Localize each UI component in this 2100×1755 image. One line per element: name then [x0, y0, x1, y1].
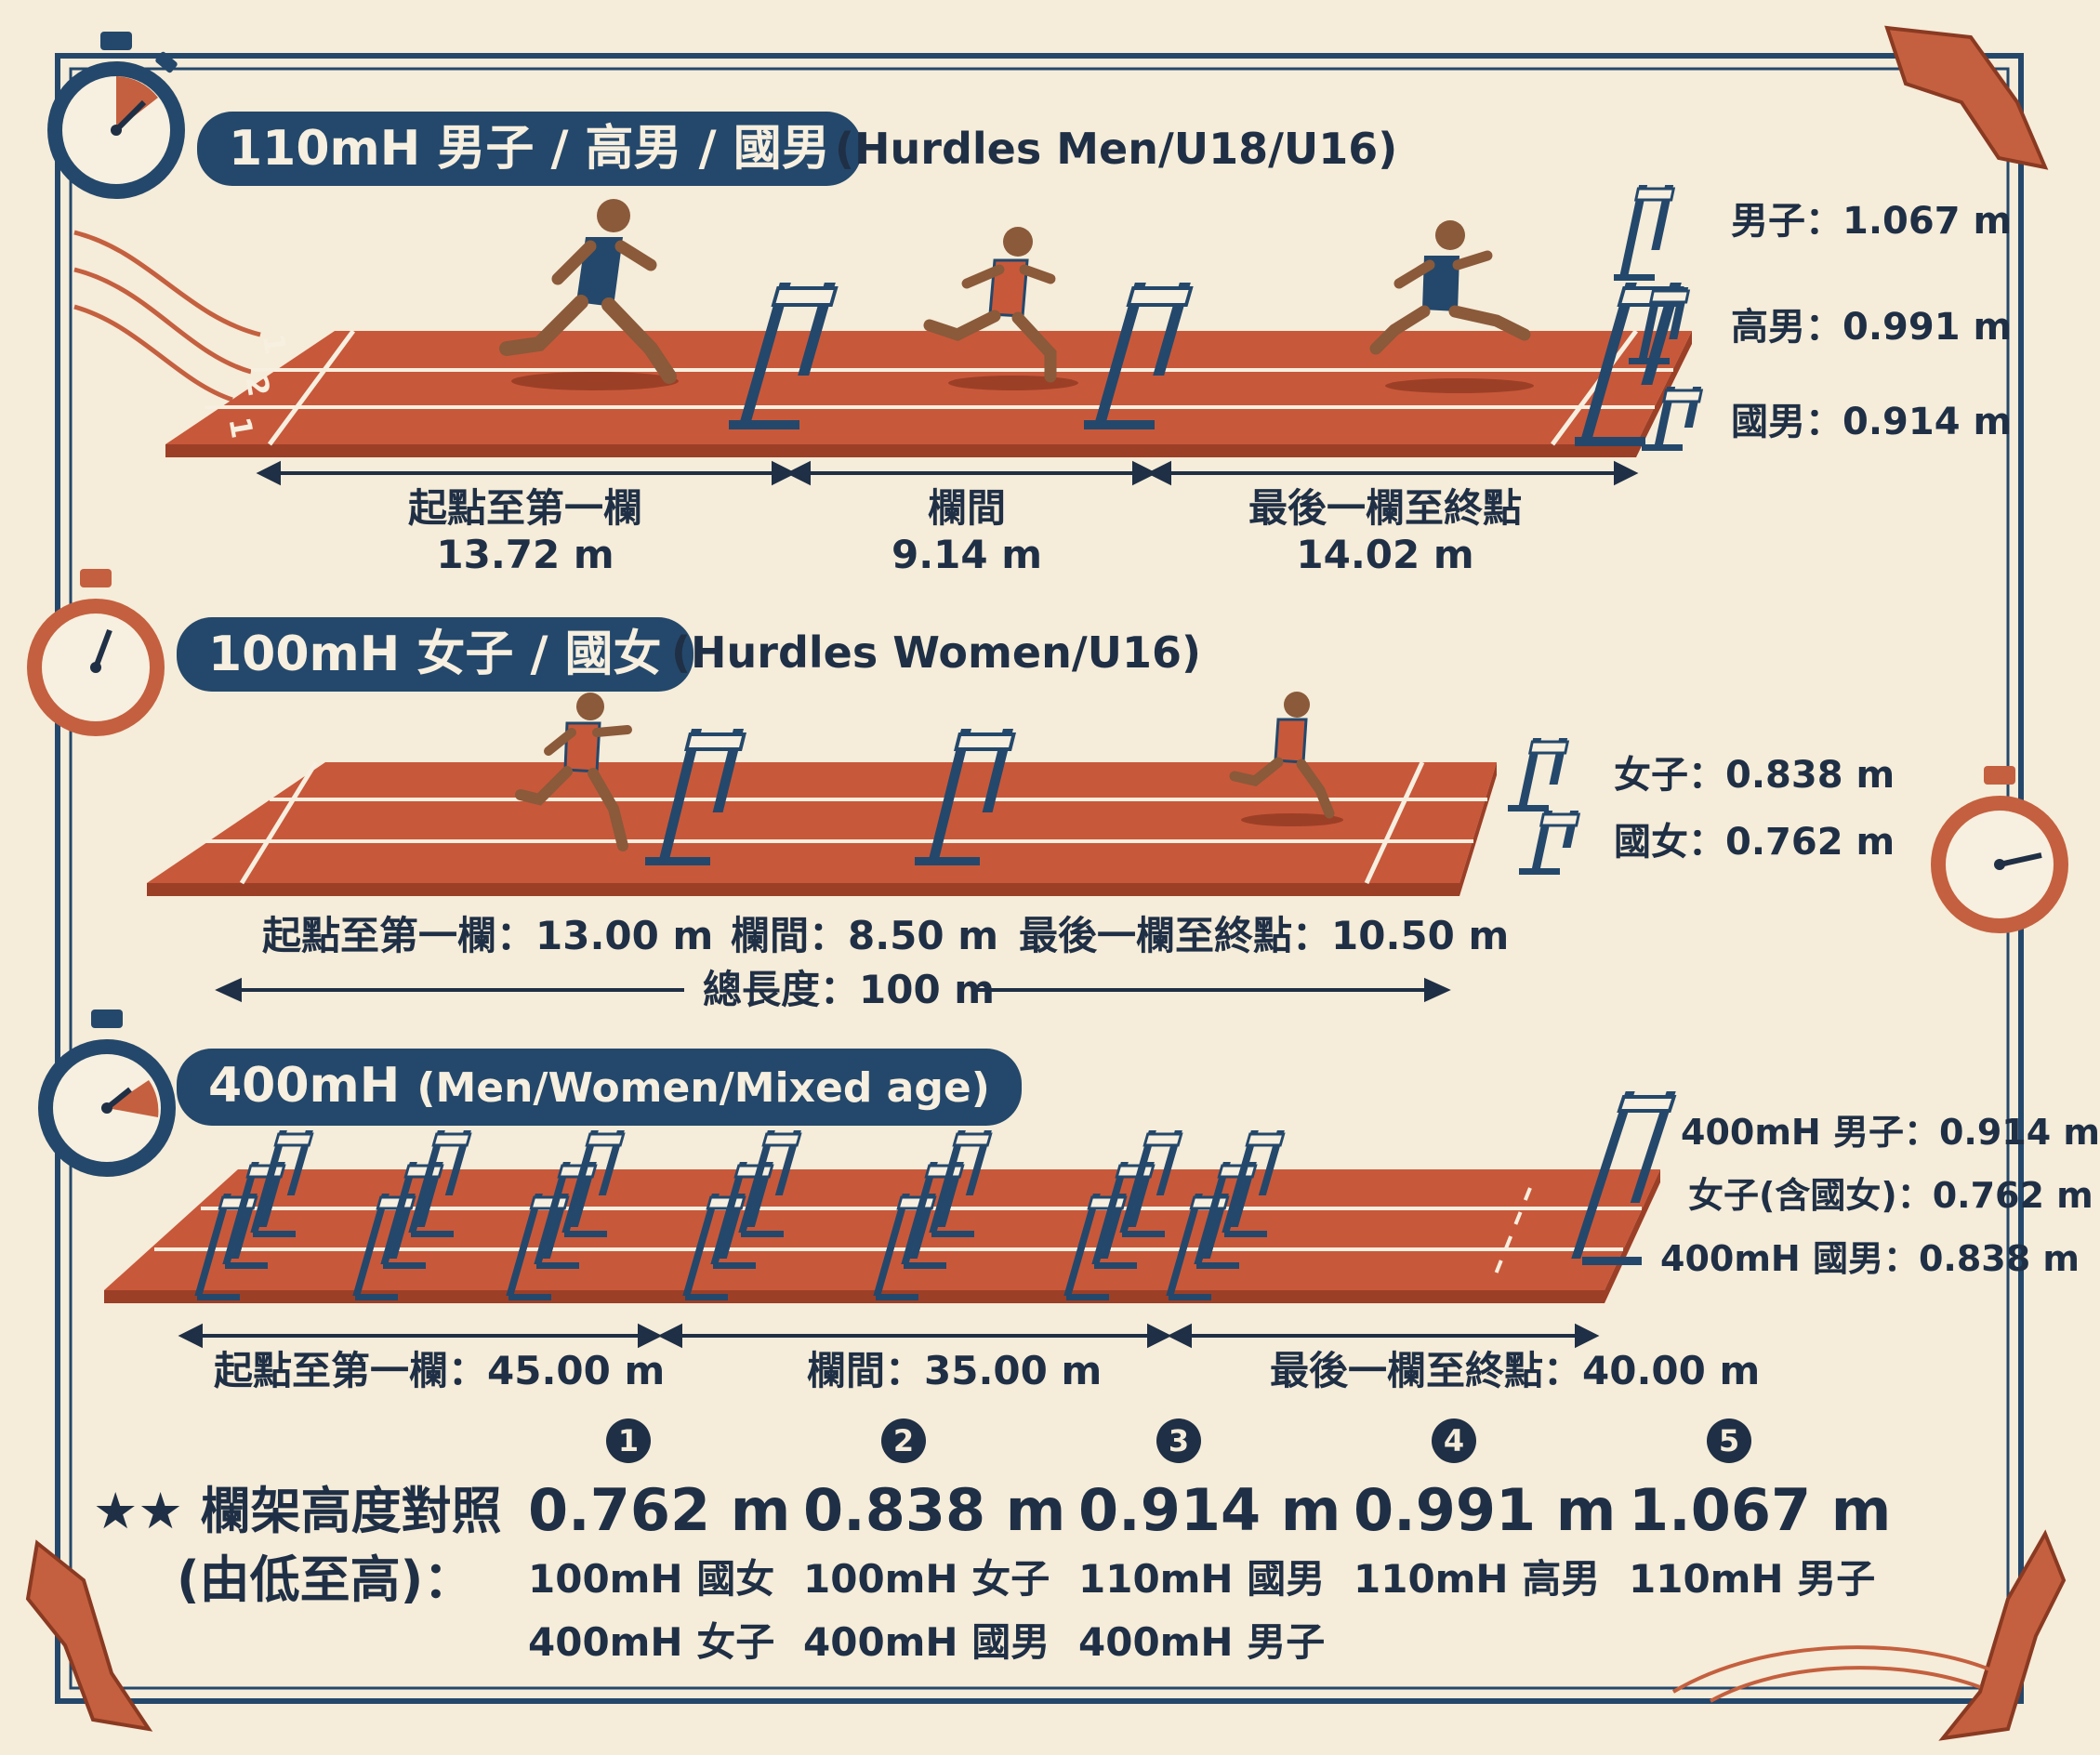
hurdle-icon	[1629, 287, 1691, 364]
comparison-height: 0.991 m	[1354, 1476, 1617, 1544]
distance-label: 起點至第一欄：45.00 m	[214, 1348, 666, 1393]
hurdle-icon	[729, 283, 839, 429]
runner-icon	[515, 693, 632, 851]
rank-badge: 1	[606, 1419, 651, 1463]
section-subtitle-110mh: (Hurdles Men/U18/U16)	[835, 124, 1398, 174]
comparison-event: 100mH 女子	[803, 1556, 1050, 1602]
comparison-title: ★★ 欄架高度對照	[93, 1482, 502, 1540]
hurdle-height-u18-men: 高男：0.991 m	[1731, 306, 2013, 349]
hurdle-icon	[915, 729, 1017, 865]
distance-label: 最後一欄至終點：40.00 m	[1270, 1348, 1761, 1393]
hurdle-icon	[901, 1162, 965, 1269]
rank-badge: 2	[881, 1419, 926, 1463]
hurdle-icon	[1222, 1130, 1286, 1237]
stopwatch-icon	[1931, 766, 2068, 933]
hurdle-icon	[929, 1130, 993, 1237]
comparison-event: 400mH 女子	[528, 1619, 775, 1665]
total-length: 總長度：100 m	[703, 967, 996, 1012]
hurdle-height-400-u16-men: 400mH 國男：0.838 m	[1660, 1238, 2080, 1279]
comparison-event: 400mH 國男	[803, 1619, 1050, 1665]
hurdle-height-women: 女子：0.838 m	[1614, 754, 1895, 797]
comparison-event: 110mH 男子	[1629, 1556, 1876, 1602]
distance-label: 最後一欄至終點	[1248, 485, 1522, 531]
section-title-400mh: 400mH (Men/Women/Mixed age)	[177, 1049, 1022, 1126]
runner-icon	[1369, 220, 1534, 393]
comparison-title-sub: (由低至高)：	[177, 1550, 474, 1609]
distance-label: 欄間：35.00 m	[807, 1348, 1103, 1393]
runner-icon	[923, 227, 1078, 390]
rank-badge: 3	[1156, 1419, 1201, 1463]
hurdle-icon	[561, 1130, 626, 1237]
distance-label: 起點至第一欄：13.00 m	[262, 913, 714, 958]
stopwatch-icon	[27, 569, 165, 736]
distance-label: 欄間	[927, 485, 1006, 531]
rank-badge: 5	[1707, 1419, 1751, 1463]
hurdle-icon	[1194, 1162, 1258, 1269]
hurdle-icon	[1614, 185, 1676, 281]
runner-icon	[1229, 692, 1343, 826]
section-title-400mh-event: 400mH	[208, 1058, 401, 1114]
section-subtitle-100mh: (Hurdles Women/U16)	[671, 627, 1202, 678]
comparison-event: 400mH 男子	[1078, 1619, 1326, 1665]
section-title-100mh: 100mH 女子 / 國女	[177, 617, 693, 692]
stopwatch-icon	[47, 32, 185, 199]
track-400mh	[104, 1169, 1660, 1303]
distance-label: 欄間：8.50 m	[731, 913, 999, 958]
ribbon-bottom-right	[1938, 1529, 2067, 1741]
speed-lines	[73, 230, 261, 402]
ribbon-top-right	[1884, 25, 2049, 170]
comparison-height: 1.067 m	[1629, 1476, 1892, 1544]
hurdle-icon	[1642, 387, 1704, 451]
hurdle-icon	[1508, 738, 1570, 812]
hurdle-icon	[738, 1130, 802, 1237]
comparison-event: 110mH 高男	[1354, 1556, 1601, 1602]
hurdle-height-400-men: 400mH 男子：0.914 m	[1681, 1112, 2100, 1153]
distance-arrows-400mh	[178, 1323, 1600, 1349]
hurdle-icon	[682, 1194, 746, 1300]
section-subtitle-400mh: (Men/Women/Mixed age)	[416, 1064, 990, 1112]
distance-label: 最後一欄至終點：10.50 m	[1019, 913, 1510, 958]
distance-label: 起點至第一欄	[407, 485, 642, 531]
total-length-arrow	[215, 977, 1451, 1003]
hurdle-icon	[873, 1194, 937, 1300]
distance-value: 13.72 m	[436, 532, 614, 577]
stopwatch-icon	[38, 1009, 176, 1177]
hurdle-icon	[1063, 1194, 1128, 1300]
comparison-height: 0.914 m	[1078, 1476, 1341, 1544]
distance-value: 9.14 m	[891, 532, 1042, 577]
hurdle-icon	[1119, 1130, 1183, 1237]
hurdle-icon	[534, 1162, 598, 1269]
track-110mh	[165, 329, 1692, 457]
comparison-event: 110mH 國男	[1078, 1556, 1326, 1602]
runner-icon	[499, 199, 679, 390]
section-title-110mh: 110mH 男子 / 高男 / 國男	[197, 112, 862, 186]
hurdle-icon	[250, 1130, 314, 1237]
rank-badge: 4	[1432, 1419, 1476, 1463]
hurdle-icon	[1519, 811, 1581, 875]
hurdle-icon	[645, 729, 747, 865]
arc-lines-bottom-right	[1671, 1645, 2000, 1703]
comparison-event: 100mH 國女	[528, 1556, 775, 1602]
comparison-height: 0.838 m	[803, 1476, 1066, 1544]
hurdle-height-u16-women: 國女：0.762 m	[1614, 821, 1895, 864]
hurdle-icon	[1084, 283, 1194, 429]
hurdle-height-u16-men: 國男：0.914 m	[1731, 401, 2013, 443]
hurdle-icon	[1571, 1091, 1677, 1265]
hurdle-height-400-women: 女子(含國女)：0.762 m	[1688, 1175, 2093, 1216]
hurdle-icon	[710, 1162, 774, 1269]
hurdle-height-men: 男子：1.067 m	[1731, 200, 2013, 243]
distance-value: 14.02 m	[1296, 532, 1474, 577]
hurdle-icon	[408, 1130, 472, 1237]
track-100mh	[147, 760, 1497, 896]
ribbon-bottom-left	[25, 1539, 153, 1732]
comparison-height: 0.762 m	[528, 1476, 791, 1544]
distance-arrows-110mh	[256, 460, 1639, 486]
